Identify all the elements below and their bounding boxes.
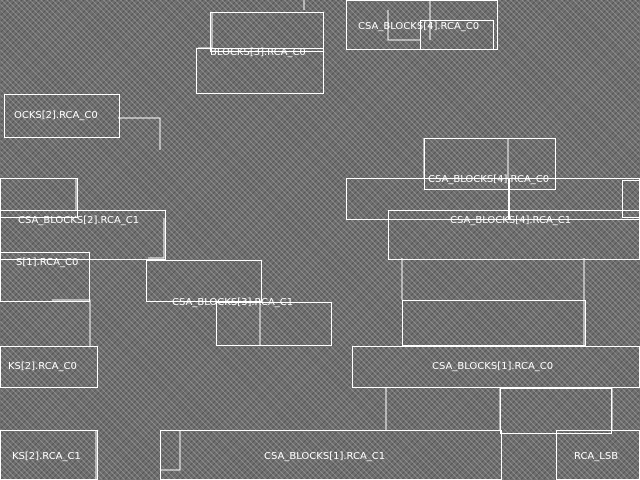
wire bbox=[52, 299, 91, 346]
block-outline bbox=[0, 210, 166, 260]
block-outline bbox=[500, 388, 612, 434]
block-outline bbox=[424, 138, 556, 190]
label-ocks-2-rca-c0: OCKS[2].RCA_C0 bbox=[14, 110, 98, 121]
label-rca-lsb: RCA_LSB bbox=[574, 451, 619, 462]
label-ks-2-rca-c1: KS[2].RCA_C1 bbox=[12, 451, 81, 462]
block-outline bbox=[216, 302, 332, 346]
wire bbox=[118, 117, 161, 150]
block-outline bbox=[622, 180, 640, 218]
label-csa-blocks-1-rca-c1: CSA_BLOCKS[1].RCA_C1 bbox=[264, 451, 386, 462]
label-csa-blocks-3-rca-c1: CSA_BLOCKS[3].RCA_C1 bbox=[172, 297, 294, 308]
block-outline bbox=[420, 20, 494, 50]
block-outline bbox=[210, 12, 324, 52]
label-csa-blocks-1-rca-c0: CSA_BLOCKS[1].RCA_C0 bbox=[432, 361, 554, 372]
label-ks-2-rca-c0: KS[2].RCA_C0 bbox=[8, 361, 77, 372]
block-outline bbox=[402, 300, 586, 346]
block-outline bbox=[0, 178, 78, 218]
label-s-1-rca-c0: S[1].RCA_C0 bbox=[16, 257, 79, 268]
block-outline bbox=[146, 260, 262, 302]
block-outline bbox=[346, 178, 510, 220]
wire bbox=[387, 10, 420, 41]
block-outline bbox=[0, 252, 90, 302]
block-outline bbox=[196, 48, 324, 94]
label-csa-blocks-4-rca-c1: CSA_BLOCKS[4].RCA_C1 bbox=[450, 215, 572, 226]
wire bbox=[148, 218, 165, 259]
wire bbox=[160, 430, 181, 471]
label-csa-blocks-4-rca-c0-mid: CSA_BLOCKS[4].RCA_C0 bbox=[428, 174, 550, 185]
label-csa-blocks-4-rca-c0-top: CSA_BLOCKS[4].RCA_C0 bbox=[358, 21, 480, 32]
block-outline bbox=[4, 94, 120, 138]
block-outline bbox=[0, 346, 98, 388]
label-blocks-3-rca-c0: BLOCKS[3].RCA_C0 bbox=[210, 47, 306, 58]
label-csa-blocks-2-rca-c1: CSA_BLOCKS[2].RCA_C1 bbox=[18, 215, 140, 226]
